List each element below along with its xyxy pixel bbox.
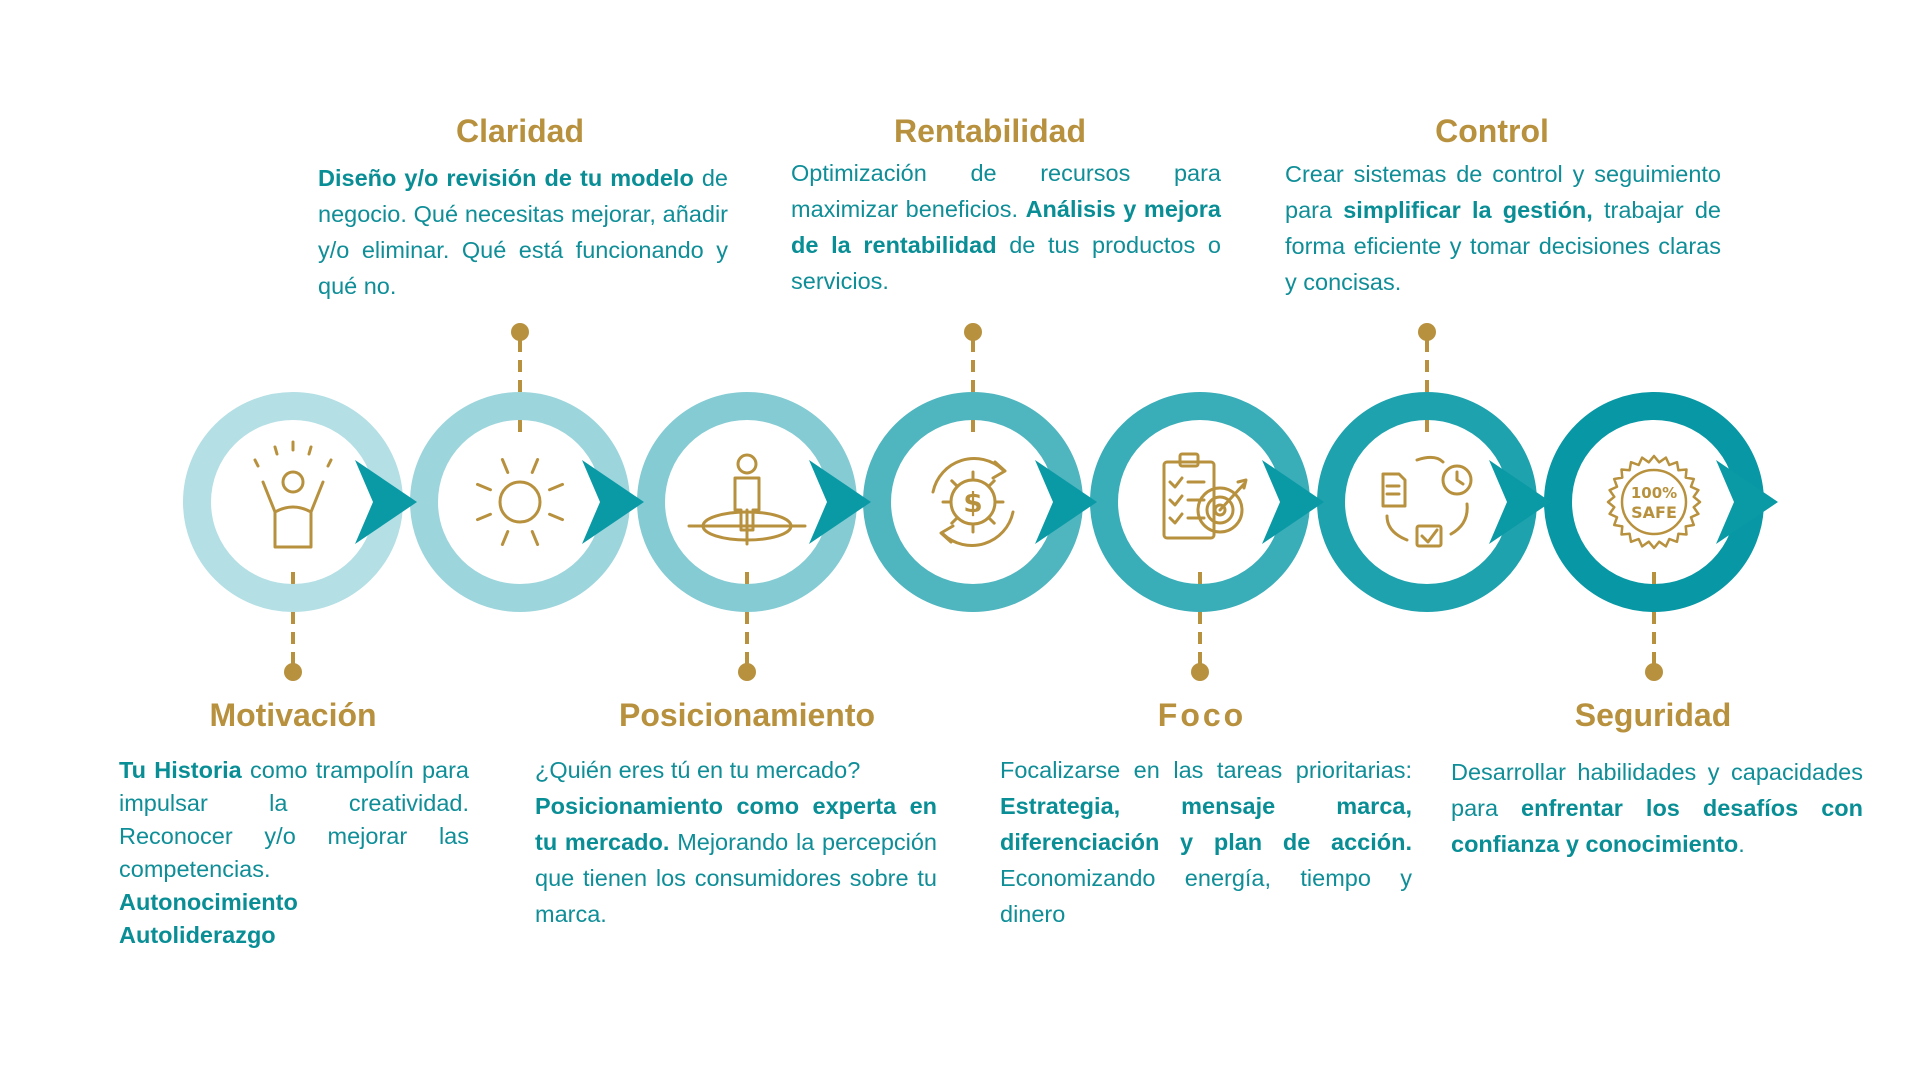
desc-bold-run: Posicionamiento como experta en tu merca… <box>535 793 937 855</box>
desc-run: ¿Quién eres tú en tu mercado? <box>535 757 861 783</box>
desc-run: como trampolín para impulsar la creativi… <box>119 757 469 882</box>
flow-arrow <box>1035 460 1097 544</box>
desc-run: trabajar de forma eficiente y tomar deci… <box>1285 197 1721 295</box>
step-desc-foco: Focalizarse en las tareas prioritarias: … <box>1000 752 1412 932</box>
step-ring-center <box>1361 436 1493 568</box>
desc-bold-run: Estrategia, mensaje marca, diferenciació… <box>1000 793 1412 855</box>
connector-dot <box>1191 663 1209 681</box>
desc-bold-run: simplificar la gestión, <box>1343 197 1593 223</box>
badge-text: 100% <box>1631 484 1677 502</box>
desc-paragraph: Autonocimiento <box>119 886 469 919</box>
desc-run: de negocio. Qué necesitas mejorar, añadi… <box>318 165 728 299</box>
gear-dollar-cycle-icon: $ <box>931 457 1015 547</box>
connector-dot <box>738 663 756 681</box>
step-ring-center <box>907 436 1039 568</box>
step-title-control: Control <box>1435 113 1549 149</box>
desc-paragraph: Optimización de recursos para maximizar … <box>791 155 1221 299</box>
desc-bold-run: Autoliderazgo <box>119 922 276 948</box>
desc-bold-run: Tu Historia <box>119 757 242 783</box>
safe-seal-icon: 100%SAFE <box>1606 454 1702 550</box>
connector-dot <box>1418 323 1436 341</box>
step-title-posicionamiento: Posicionamiento <box>618 697 876 733</box>
step-title-seguridad: Seguridad <box>1574 697 1732 733</box>
desc-run: Mejorando la percepción que tienen los c… <box>535 829 937 927</box>
cheering-person-icon <box>253 440 333 549</box>
connector-dot <box>511 323 529 341</box>
desc-run: Economizando energía, tiempo y dinero <box>1000 865 1412 927</box>
step-title-rentabilidad: Rentabilidad <box>893 113 1086 149</box>
flow-arrow <box>1489 460 1551 544</box>
desc-run: . <box>1738 831 1745 857</box>
step-title-foco: Foco <box>1157 697 1247 733</box>
step-ring-center <box>454 436 586 568</box>
flow-arrow <box>582 460 644 544</box>
desc-paragraph: ¿Quién eres tú en tu mercado? <box>535 752 937 788</box>
flow-arrow <box>809 460 871 544</box>
step-desc-claridad: Diseño y/o revisión de tu modelo de nego… <box>318 160 728 304</box>
checklist-target-icon <box>1162 452 1248 540</box>
connector-dot <box>964 323 982 341</box>
desc-run: de tus productos o servicios. <box>791 232 1221 294</box>
desc-paragraph: Posicionamiento como experta en tu merca… <box>535 788 937 932</box>
desc-paragraph: Desarrollar habilidades y capacidades pa… <box>1451 754 1863 862</box>
desc-bold-run: Diseño y/o revisión de tu modelo <box>318 165 694 191</box>
desc-run: Desarrollar habilidades y capacidades pa… <box>1451 759 1863 821</box>
sun-icon <box>476 458 564 546</box>
step-desc-seguridad: Desarrollar habilidades y capacidades pa… <box>1451 754 1863 862</box>
connector-dot <box>284 663 302 681</box>
desc-bold-run: Autonocimiento <box>119 889 298 915</box>
badge-text: SAFE <box>1631 503 1677 522</box>
desc-paragraph: Focalizarse en las tareas prioritarias: … <box>1000 752 1412 932</box>
desc-paragraph: Crear sistemas de control y seguimiento … <box>1285 156 1721 300</box>
document-clock-cycle-icon <box>1381 455 1473 548</box>
step-desc-posicionamiento: ¿Quién eres tú en tu mercado? Posicionam… <box>535 752 937 932</box>
desc-run: Crear sistemas de control y seguimiento … <box>1285 161 1721 223</box>
desc-paragraph: Diseño y/o revisión de tu modelo de nego… <box>318 160 728 304</box>
dollar-sign: $ <box>963 486 982 519</box>
desc-paragraph: Tu Historia como trampolín para impulsar… <box>119 754 469 886</box>
step-title-claridad: Claridad <box>455 113 585 149</box>
flow-arrow <box>1716 460 1778 544</box>
step-desc-rentabilidad: Optimización de recursos para maximizar … <box>791 155 1221 299</box>
step-desc-motivacion: Tu Historia como trampolín para impulsar… <box>119 754 469 952</box>
flow-arrow <box>1262 460 1324 544</box>
step-desc-control: Crear sistemas de control y seguimiento … <box>1285 156 1721 300</box>
step-title-motivacion: Motivación <box>209 697 377 733</box>
flow-arrow <box>355 460 417 544</box>
step-ring-center <box>227 436 359 568</box>
connector-dot <box>1645 663 1663 681</box>
desc-run: Focalizarse en las tareas prioritarias: <box>1000 757 1412 783</box>
desc-run: Optimización de recursos para maximizar … <box>791 160 1221 222</box>
desc-paragraph: Autoliderazgo <box>119 919 469 952</box>
desc-bold-run: Análisis y mejora de la rentabilidad <box>791 196 1221 258</box>
desc-bold-run: enfrentar los desafíos con confianza y c… <box>1451 795 1863 857</box>
person-target-icon <box>687 453 807 546</box>
